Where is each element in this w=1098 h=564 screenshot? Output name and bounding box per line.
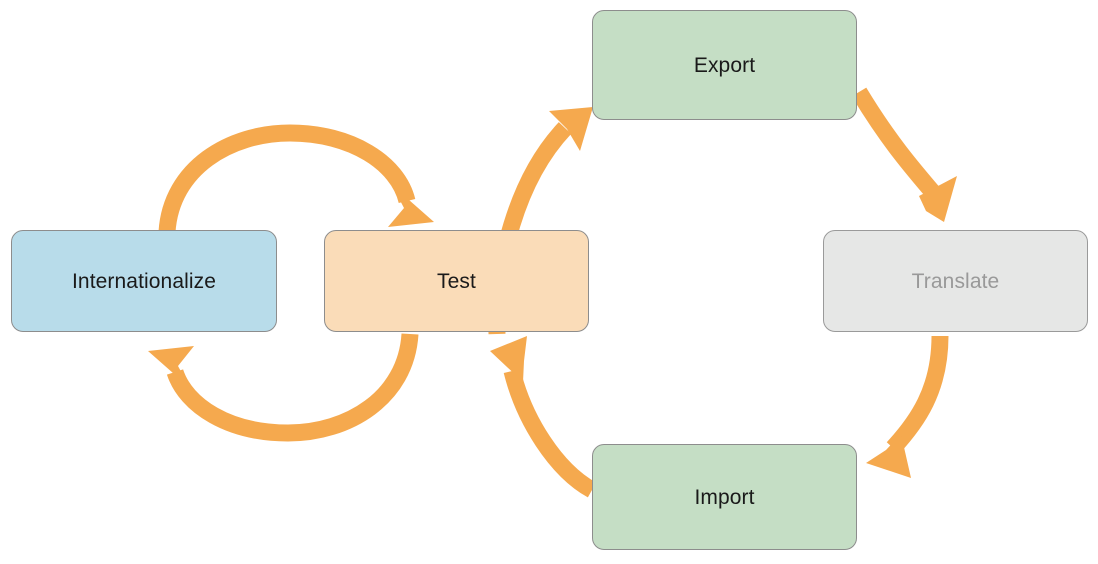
node-import-label: Import xyxy=(694,485,755,509)
node-internationalize[interactable]: Internationalize xyxy=(11,230,277,332)
node-translate[interactable]: Translate xyxy=(823,230,1088,332)
node-test[interactable]: Test xyxy=(324,230,589,332)
node-export-label: Export xyxy=(693,53,756,77)
edge-import-to-test xyxy=(490,336,597,498)
edge-translate-to-import xyxy=(866,335,949,478)
node-import[interactable]: Import xyxy=(592,444,857,550)
edge-internationalize-to-test xyxy=(158,124,434,233)
edge-test-to-internationalize xyxy=(148,333,419,442)
node-internationalize-label: Internationalize xyxy=(71,269,217,293)
node-translate-label: Translate xyxy=(911,269,1000,293)
node-test-label: Test xyxy=(437,269,476,293)
edge-export-to-translate xyxy=(851,87,957,222)
node-export[interactable]: Export xyxy=(592,10,857,120)
